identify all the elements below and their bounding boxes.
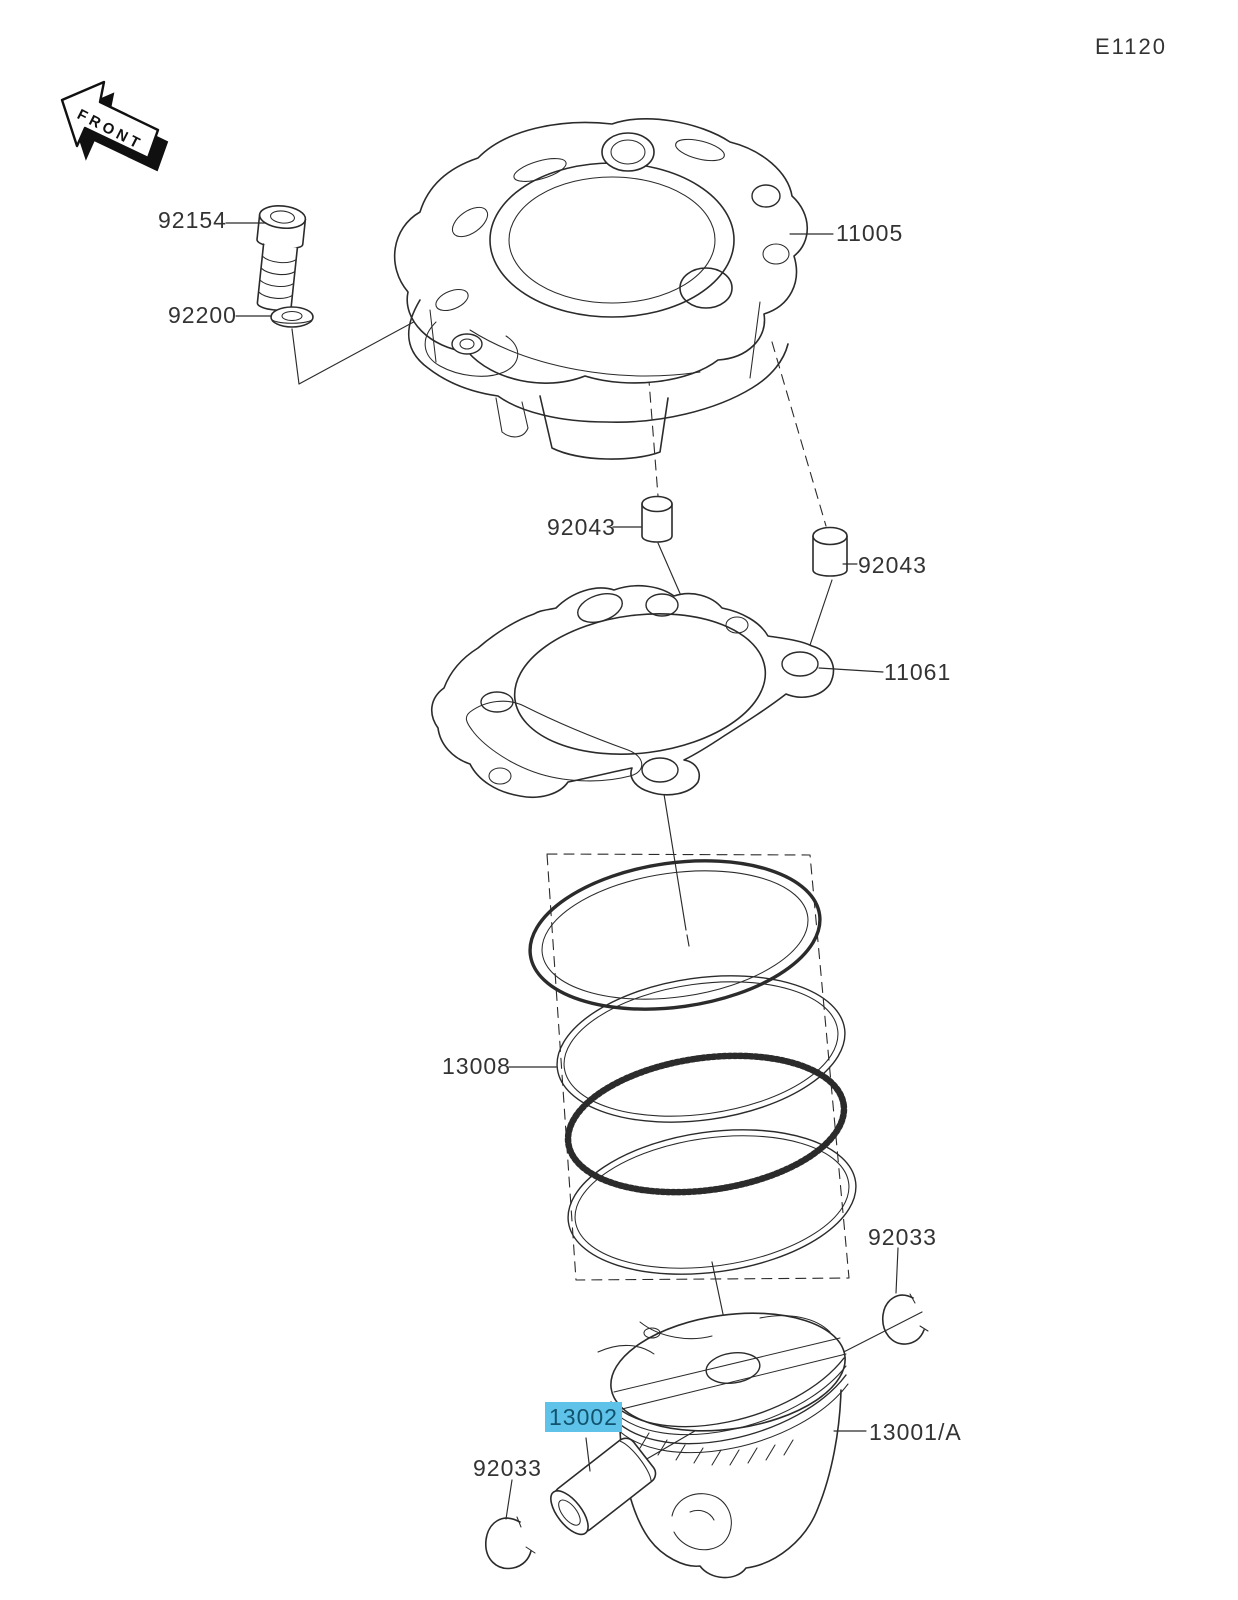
part-label-92154[interactable]: 92154 — [158, 207, 227, 233]
cylinder-art-11005 — [393, 118, 808, 460]
ring-set-art-13008 — [528, 859, 857, 1275]
part-label-11061[interactable]: 11061 — [884, 659, 952, 685]
ring-set-boundary-box — [546, 853, 850, 1281]
part-label-11005[interactable]: 11005 — [836, 220, 904, 246]
part-label-92043-right[interactable]: 92043 — [858, 552, 927, 578]
bolt-art-92154 — [256, 205, 307, 311]
part-label-13001A[interactable]: 13001/A — [869, 1419, 962, 1445]
part-label-92200[interactable]: 92200 — [168, 302, 237, 328]
page-code: E1120 — [1095, 34, 1167, 59]
gasket-art-11061 — [431, 584, 835, 798]
circlip-lower-art-92033 — [485, 1516, 536, 1570]
front-arrow-icon — [60, 80, 169, 172]
piston-pin-art-13002 — [550, 1437, 657, 1536]
piston-art-13001A — [597, 1312, 849, 1579]
part-label-92033-lower[interactable]: 92033 — [473, 1455, 542, 1481]
part-label-13008[interactable]: 13008 — [442, 1053, 511, 1079]
circlip-upper-art-92033 — [882, 1293, 929, 1345]
dowel-pin-left-art-92043 — [641, 495, 673, 543]
part-label-13002-selected[interactable]: 13002 — [545, 1402, 622, 1433]
washer-art-92200 — [270, 306, 314, 328]
leader-lines — [225, 222, 899, 1520]
part-label-92043-left[interactable]: 92043 — [547, 514, 616, 540]
part-label-92033-upper[interactable]: 92033 — [868, 1224, 937, 1250]
dowel-pin-right-art-92043 — [812, 526, 848, 577]
